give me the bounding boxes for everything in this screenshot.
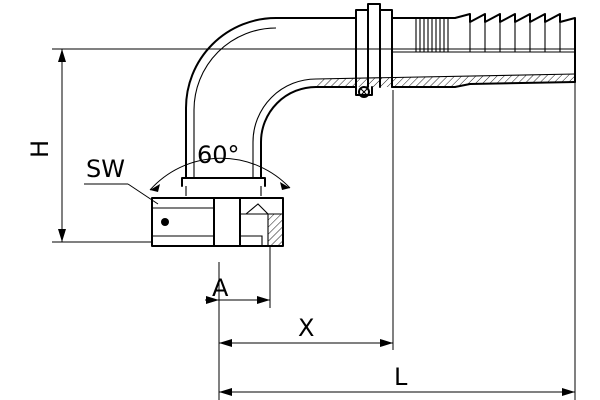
sw-callout: SW [84,155,159,205]
angle-label: 60° [197,141,240,169]
a-label: A [212,274,229,302]
dimension-a: A [205,246,271,400]
x-label: X [298,314,314,342]
sw-label: SW [86,155,125,183]
l-label: L [394,363,408,391]
dimension-x: X [219,90,394,350]
swivel-nut [151,177,284,247]
angle-indicator: 60° [149,141,291,192]
h-label: H [26,140,54,158]
nut-point-icon [161,218,169,226]
knurl-lines [415,18,452,53]
bent-tube [185,17,357,179]
hose-tail [315,13,576,88]
dimension-h: H [26,48,575,243]
dimension-l: L [219,82,576,400]
